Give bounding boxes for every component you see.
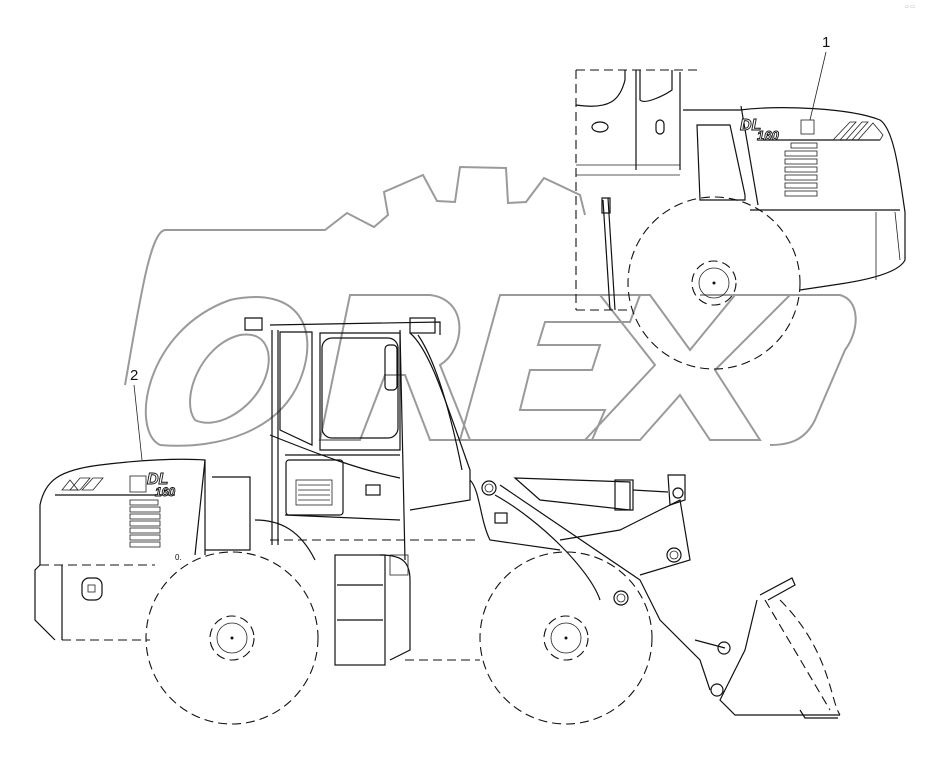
- svg-text:0.: 0.: [175, 553, 182, 562]
- decal-2: DL 160 0.: [61, 471, 182, 562]
- corner-mark: ▱ ▭: [905, 4, 915, 10]
- callout-2: 2: [130, 367, 143, 461]
- svg-text:DL: DL: [147, 471, 168, 488]
- decal-1: DL 160: [740, 117, 884, 197]
- orex-watermark: [124, 165, 857, 447]
- svg-text:DL: DL: [740, 117, 761, 134]
- svg-text:160: 160: [155, 485, 175, 499]
- callout-1: 1: [809, 34, 830, 121]
- detail-view: DL 160: [575, 69, 906, 370]
- svg-text:2: 2: [130, 367, 138, 384]
- svg-text:1: 1: [822, 34, 830, 51]
- main-side-view: DL 160 0.: [34, 317, 841, 725]
- svg-text:160: 160: [757, 128, 779, 143]
